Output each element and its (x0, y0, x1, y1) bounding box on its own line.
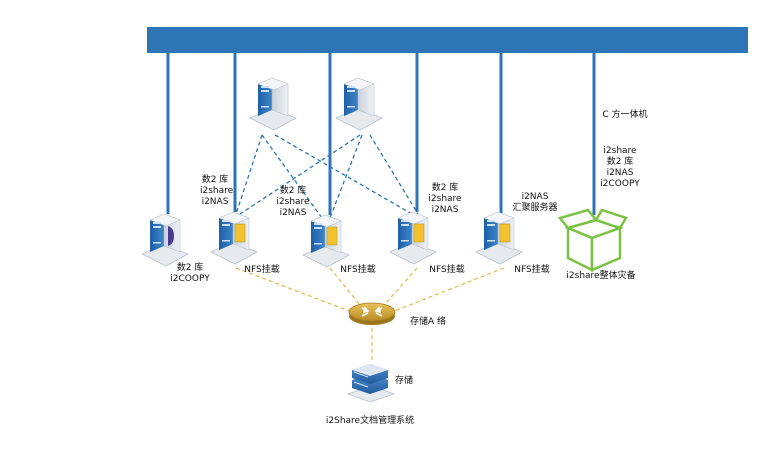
server-group2 (302, 214, 350, 268)
label-line: i2COOPY (170, 274, 210, 284)
label-storage-network: 存储A 络 (410, 317, 447, 327)
server-db-backup (141, 213, 189, 267)
label-line: i2share (200, 186, 234, 196)
label-line: 汇聚服务器 (512, 203, 558, 213)
bus-uplinks (166, 53, 596, 215)
label-i2share-backup: i2share整体灾备 (566, 271, 636, 281)
label-line: i2NAS (201, 197, 229, 207)
label-nas-aggregate: i2NAS 汇聚服务器 (505, 192, 565, 214)
storage-links (235, 267, 505, 362)
label-nfs-4: NFS挂载 (514, 265, 550, 275)
label-doc-system: i2Share文档管理系统 (325, 416, 415, 426)
label-line: i2NAS (431, 205, 459, 215)
label-line: i2NAS (606, 168, 634, 178)
label-line: i2share (428, 194, 462, 204)
label-c-machine: C 方一体机 (602, 110, 648, 120)
label-line: i2NAS (279, 208, 307, 218)
network-switch-icon (348, 302, 396, 325)
label-line: i2NAS (521, 192, 549, 202)
label-db-backup: 数2 库 i2COOPY (165, 263, 215, 285)
network-bus-bar (147, 27, 748, 53)
label-nfs-1: NFS挂载 (244, 265, 280, 275)
label-line: 数2 库 (279, 186, 307, 196)
label-line: i2share (276, 197, 310, 207)
label-nfs-2: NFS挂载 (340, 265, 376, 275)
storage-array-icon (346, 364, 396, 403)
label-nfs-3: NFS挂载 (429, 265, 465, 275)
label-group2: 数2 库 i2share i2NAS (273, 186, 313, 219)
cluster-links (235, 134, 419, 219)
label-line: i2share (603, 146, 637, 156)
label-group1: 数2 库 i2share i2NAS (200, 175, 234, 208)
label-line: i2COOPY (600, 179, 640, 189)
label-line: 数2 库 (201, 175, 229, 185)
label-backup-stack: i2share 数2 库 i2NAS i2COOPY (590, 146, 650, 190)
server-group1 (210, 211, 258, 265)
label-line: 数2 库 (176, 263, 204, 273)
cluster-server-2 (335, 77, 383, 131)
cluster-server-1 (249, 77, 297, 131)
backup-box-icon (557, 208, 628, 273)
label-line: 数2 库 (431, 183, 459, 193)
label-line: 数2 库 (606, 157, 634, 167)
label-group3: 数2 库 i2share i2NAS (425, 183, 465, 216)
server-group3 (389, 211, 437, 265)
server-nas-aggregate (475, 211, 523, 265)
label-storage: 存储 (395, 376, 414, 386)
